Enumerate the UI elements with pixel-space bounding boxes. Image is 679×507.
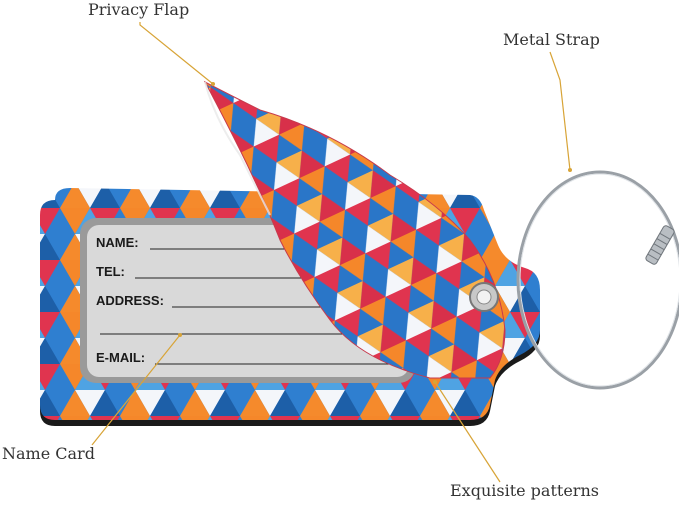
- callout-name-card: Name Card: [2, 444, 95, 463]
- card-email-label: E-MAIL:: [96, 350, 145, 365]
- callout-metal-strap: Metal Strap: [503, 30, 600, 49]
- callout-lines: [91, 22, 571, 483]
- screw-lock: [645, 225, 675, 265]
- card-name-label: NAME:: [96, 235, 139, 250]
- card-tel-label: TEL:: [96, 264, 125, 279]
- metal-strap: [516, 170, 679, 390]
- card-address-label: ADDRESS:: [96, 293, 164, 308]
- callout-exquisite-patterns: Exquisite patterns: [450, 481, 599, 500]
- callout-privacy-flap: Privacy Flap: [88, 0, 190, 19]
